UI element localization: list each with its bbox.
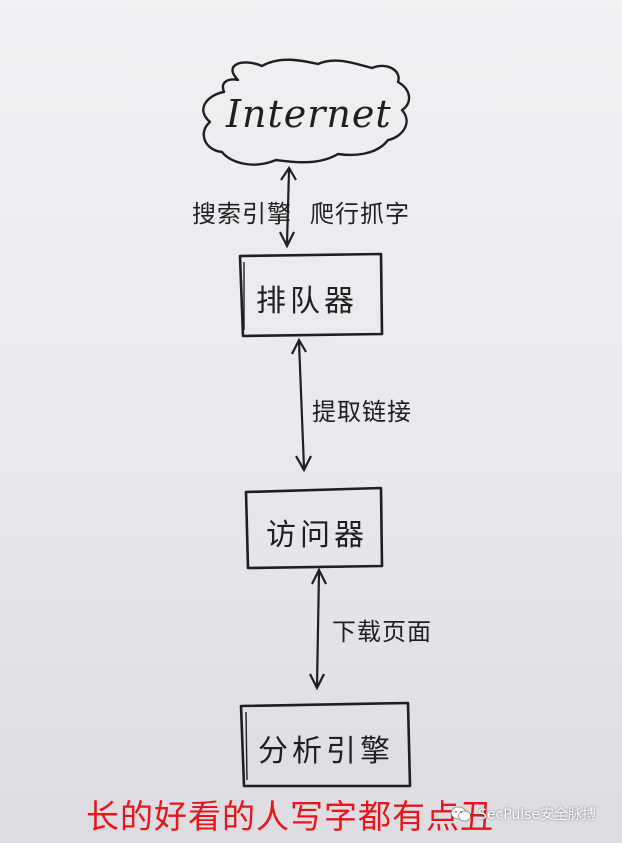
queue-box [238, 252, 384, 338]
wechat-icon [450, 806, 471, 822]
watermark-text: SecPulse安全脉搏 [478, 807, 597, 823]
node-label-queue: 排队器 [256, 284, 358, 319]
edge-label-search-engine: 搜索引擎 [192, 200, 292, 228]
node-label-analyzer: 分析引擎 [258, 734, 394, 769]
internet-label: Internet [226, 92, 392, 136]
node-label-visitor: 访问器 [266, 518, 368, 553]
caption-text: 长的好看的人写字都有点丑 [86, 797, 494, 836]
watermark: SecPulse安全脉搏 [450, 804, 596, 824]
arrow-cloud-queue [279, 165, 297, 249]
edge-label-crawl: 爬行抓字 [310, 200, 410, 228]
analyzer-box [239, 701, 412, 788]
edge-label-download-page: 下载页面 [332, 618, 432, 646]
visitor-box [244, 486, 384, 570]
edge-label-extract-links: 提取链接 [312, 398, 412, 426]
arrow-visitor-analyzer [309, 567, 327, 691]
internet-cloud [202, 58, 411, 166]
arrow-queue-visitor [291, 337, 312, 473]
